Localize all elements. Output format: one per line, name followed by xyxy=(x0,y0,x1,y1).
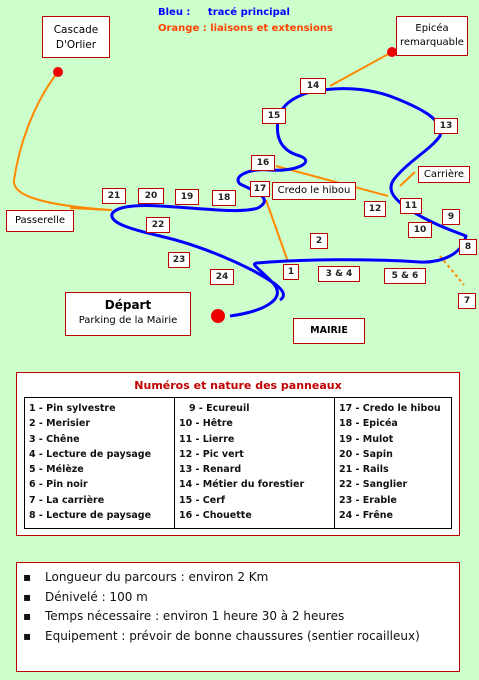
trail-info: ▪ Longueur du parcours : environ 2 Km ▪ … xyxy=(16,562,460,672)
info-equipment: ▪ Equipement : prévoir de bonne chaussur… xyxy=(23,627,459,647)
orange-link-passerelle xyxy=(69,207,113,211)
marker-23: 23 xyxy=(168,252,190,268)
info-length: ▪ Longueur du parcours : environ 2 Km xyxy=(23,568,459,588)
marker-24: 24 xyxy=(210,269,234,285)
panel-item: 13 - Renard xyxy=(179,464,242,476)
place-mairie: MAIRIE xyxy=(293,318,365,344)
blue-main-trail xyxy=(110,87,468,318)
bullet-icon: ▪ xyxy=(23,609,32,623)
panel-item: 16 - Chouette xyxy=(179,510,252,522)
marker-13: 13 xyxy=(434,118,458,134)
orange-link-credo xyxy=(275,165,389,197)
marker-2: 2 xyxy=(310,233,328,249)
panel-item: 11 - Lierre xyxy=(179,433,235,445)
panels-col-3: 17 - Credo le hibou 18 - Epicéa 19 - Mul… xyxy=(335,398,451,528)
panel-item: 23 - Erable xyxy=(339,494,397,506)
info-time: ▪ Temps nécessaire : environ 1 heure 30 … xyxy=(23,607,459,627)
panel-item: 9 - Ecureuil xyxy=(189,403,250,414)
place-epicea: Epicéa remarquable xyxy=(396,16,468,56)
marker-18: 18 xyxy=(212,190,236,206)
panel-item: 5 - Mélèze xyxy=(29,464,84,476)
marker-8: 8 xyxy=(459,239,477,255)
panel-item: 6 - Pin noir xyxy=(29,479,88,491)
panel-item: 20 - Sapin xyxy=(339,448,393,460)
info-text: Longueur du parcours : environ 2 Km xyxy=(45,570,269,584)
info-text: Temps nécessaire : environ 1 heure 30 à … xyxy=(45,609,345,623)
panel-item: 10 - Hêtre xyxy=(179,418,233,430)
marker-17: 17 xyxy=(250,181,270,197)
marker-7: 7 xyxy=(458,293,476,309)
info-text: Equipement : prévoir de bonne chaussures… xyxy=(45,628,420,643)
panel-item: 18 - Epicéa xyxy=(339,418,398,430)
panel-item: 8 - Lecture de paysage xyxy=(29,510,152,522)
marker-14: 14 xyxy=(300,78,326,94)
panel-item: 1 - Pin sylvestre xyxy=(29,403,116,414)
orange-link-7 xyxy=(439,255,465,286)
panel-item: 15 - Cerf xyxy=(179,494,226,506)
panels-title: Numéros et nature des panneaux xyxy=(134,379,342,392)
marker-21: 21 xyxy=(102,188,126,204)
depart-parking: Parking de la Mairie xyxy=(78,315,178,326)
bullet-icon: ▪ xyxy=(23,570,32,584)
orange-link-cascade xyxy=(12,71,111,211)
panel-item: 21 - Rails xyxy=(339,464,389,476)
panel-item: 24 - Frêne xyxy=(339,510,393,522)
panel-item: 4 - Lecture de paysage xyxy=(29,448,152,460)
marker-1: 1 xyxy=(283,264,299,280)
marker-11: 11 xyxy=(400,198,422,214)
place-credo: Credo le hibou xyxy=(272,182,356,200)
trail-map xyxy=(12,47,468,323)
place-epicea-line2: remarquable xyxy=(400,37,464,48)
legend-blue-desc: tracé principal xyxy=(207,7,290,18)
marker-10: 10 xyxy=(408,222,432,238)
cascade-dot xyxy=(53,67,63,77)
legend-blue: Bleu : tracé principal xyxy=(158,7,290,18)
panel-item: 7 - La carrière xyxy=(29,494,105,506)
info-text: Dénivelé : 100 m xyxy=(45,589,148,604)
orange-link-epicea xyxy=(329,51,393,87)
place-epicea-line1: Epicéa xyxy=(415,23,449,34)
epicea-dot xyxy=(387,47,397,57)
marker-15: 15 xyxy=(262,108,286,124)
marker-16: 16 xyxy=(251,155,275,171)
place-passerelle: Passerelle xyxy=(6,210,74,232)
legend-orange: Orange : liaisons et extensions xyxy=(158,23,333,34)
marker-12: 12 xyxy=(364,201,386,217)
place-cascade-line2: D'Orlier xyxy=(55,39,97,51)
panels-legend: Numéros et nature des panneaux 1 - Pin s… xyxy=(16,372,460,536)
place-cascade-line1: Cascade xyxy=(53,24,99,36)
marker-19: 19 xyxy=(175,189,199,205)
panel-item: 2 - Merisier xyxy=(29,418,91,430)
panel-item: 12 - Pic vert xyxy=(179,448,244,460)
panels-table: 1 - Pin sylvestre 2 - Merisier 3 - Chêne… xyxy=(24,397,452,529)
marker-22: 22 xyxy=(146,217,170,233)
marker-20: 20 xyxy=(138,188,164,204)
place-cascade: Cascade D'Orlier xyxy=(42,16,110,58)
place-depart: Départ Parking de la Mairie xyxy=(65,292,191,336)
marker-9: 9 xyxy=(442,209,460,225)
panels-col-2: 9 - Ecureuil 10 - Hêtre 11 - Lierre 12 -… xyxy=(175,398,335,528)
panel-item: 17 - Credo le hibou xyxy=(339,403,441,414)
marker-5-6: 5 & 6 xyxy=(384,268,426,284)
depart-dot xyxy=(211,309,225,323)
depart-title: Départ xyxy=(104,298,152,312)
marker-3-4: 3 & 4 xyxy=(318,266,360,282)
place-carriere: Carrière xyxy=(418,166,470,183)
info-elevation: ▪ Dénivelé : 100 m xyxy=(23,588,459,608)
bullet-icon: ▪ xyxy=(23,628,32,643)
panel-item: 14 - Métier du forestier xyxy=(179,479,305,491)
legend-blue-label: Bleu : xyxy=(158,7,191,18)
panel-item: 22 - Sanglier xyxy=(339,479,408,491)
panel-item: 19 - Mulot xyxy=(339,433,394,445)
orange-link-17 xyxy=(265,199,289,263)
panel-item: 3 - Chêne xyxy=(29,433,80,445)
panels-col-1: 1 - Pin sylvestre 2 - Merisier 3 - Chêne… xyxy=(25,398,175,528)
bullet-icon: ▪ xyxy=(23,589,32,604)
orange-link-carriere xyxy=(399,171,416,187)
